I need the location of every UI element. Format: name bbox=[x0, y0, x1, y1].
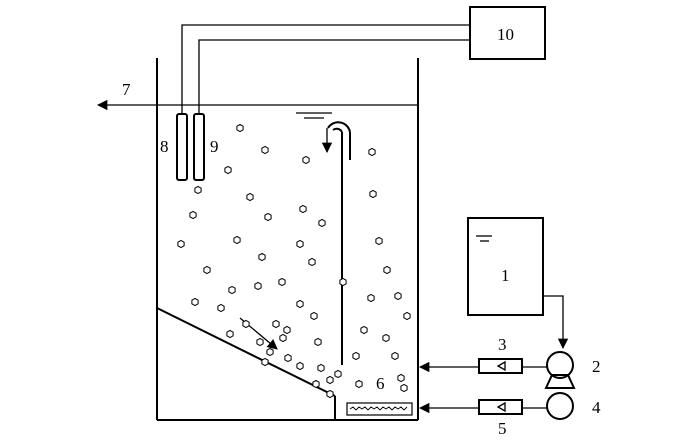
granule bbox=[369, 189, 377, 199]
granule bbox=[302, 155, 310, 165]
granule bbox=[228, 285, 236, 295]
feed-pump: 2 bbox=[544, 351, 601, 389]
label-controller: 10 bbox=[497, 25, 514, 44]
granule bbox=[299, 204, 307, 214]
granule bbox=[279, 333, 287, 343]
influent-tank: 1 bbox=[467, 217, 544, 316]
granule bbox=[397, 373, 405, 383]
granule bbox=[318, 218, 326, 228]
granule bbox=[308, 257, 316, 267]
label-influent-tank: 1 bbox=[501, 266, 510, 285]
granule bbox=[226, 329, 234, 339]
granule bbox=[283, 325, 291, 335]
controller: 10 bbox=[469, 6, 546, 60]
granule bbox=[391, 351, 399, 361]
granule bbox=[314, 337, 322, 347]
granule bbox=[256, 337, 264, 347]
granule bbox=[317, 363, 325, 373]
granule bbox=[296, 361, 304, 371]
granule bbox=[246, 192, 254, 202]
air-pump: 4 bbox=[546, 392, 601, 420]
granule bbox=[278, 277, 286, 287]
granule bbox=[383, 265, 391, 275]
granule bbox=[382, 333, 390, 343]
probe-8: 8 bbox=[160, 113, 188, 181]
granule bbox=[394, 291, 402, 301]
granule bbox=[296, 239, 304, 249]
granule bbox=[177, 239, 185, 249]
label-feed-flowmeter: 3 bbox=[498, 335, 507, 354]
granule bbox=[254, 281, 262, 291]
granule bbox=[272, 319, 280, 329]
granule bbox=[326, 375, 334, 385]
granule bbox=[352, 351, 360, 361]
granule bbox=[224, 165, 232, 175]
label-effluent: 7 bbox=[122, 80, 131, 99]
label-air-pump: 4 bbox=[592, 398, 601, 417]
granule bbox=[236, 123, 244, 133]
granule bbox=[334, 369, 342, 379]
probe-wires bbox=[181, 24, 470, 114]
granule bbox=[339, 277, 347, 287]
label-feed-pump: 2 bbox=[592, 357, 601, 376]
granule bbox=[233, 235, 241, 245]
sloped-bottom bbox=[156, 307, 336, 420]
recirculation-pipe bbox=[321, 121, 351, 365]
label-diffuser: 6 bbox=[376, 374, 385, 393]
probe-9: 9 bbox=[193, 113, 219, 181]
tank-to-pump-pipe bbox=[543, 295, 569, 350]
granule bbox=[191, 297, 199, 307]
reactor-vessel bbox=[156, 58, 419, 421]
granule bbox=[258, 252, 266, 262]
label-air-flowmeter: 5 bbox=[498, 419, 507, 438]
granule bbox=[194, 185, 202, 195]
granule bbox=[355, 379, 363, 389]
feed-line: 3 bbox=[418, 335, 547, 374]
granule bbox=[367, 293, 375, 303]
granule bbox=[261, 145, 269, 155]
granule bbox=[360, 325, 368, 335]
granule bbox=[403, 311, 411, 321]
granule bbox=[217, 303, 225, 313]
granule bbox=[261, 357, 269, 367]
granule bbox=[284, 353, 292, 363]
granule bbox=[400, 383, 408, 393]
granule bbox=[326, 389, 334, 399]
granule bbox=[189, 210, 197, 220]
granule bbox=[368, 147, 376, 157]
granules bbox=[177, 123, 411, 399]
water-level-symbol bbox=[296, 112, 332, 119]
effluent-line: 7 bbox=[96, 80, 418, 111]
granule bbox=[242, 319, 250, 329]
granule bbox=[312, 379, 320, 389]
diffuser: 6 bbox=[346, 374, 413, 416]
granule bbox=[203, 265, 211, 275]
label-probe-9: 9 bbox=[210, 137, 219, 156]
granule bbox=[375, 236, 383, 246]
granule bbox=[296, 299, 304, 309]
granule bbox=[310, 311, 318, 321]
granule bbox=[264, 212, 272, 222]
air-line: 5 bbox=[418, 399, 547, 438]
label-probe-8: 8 bbox=[160, 137, 169, 156]
granule bbox=[266, 347, 274, 357]
